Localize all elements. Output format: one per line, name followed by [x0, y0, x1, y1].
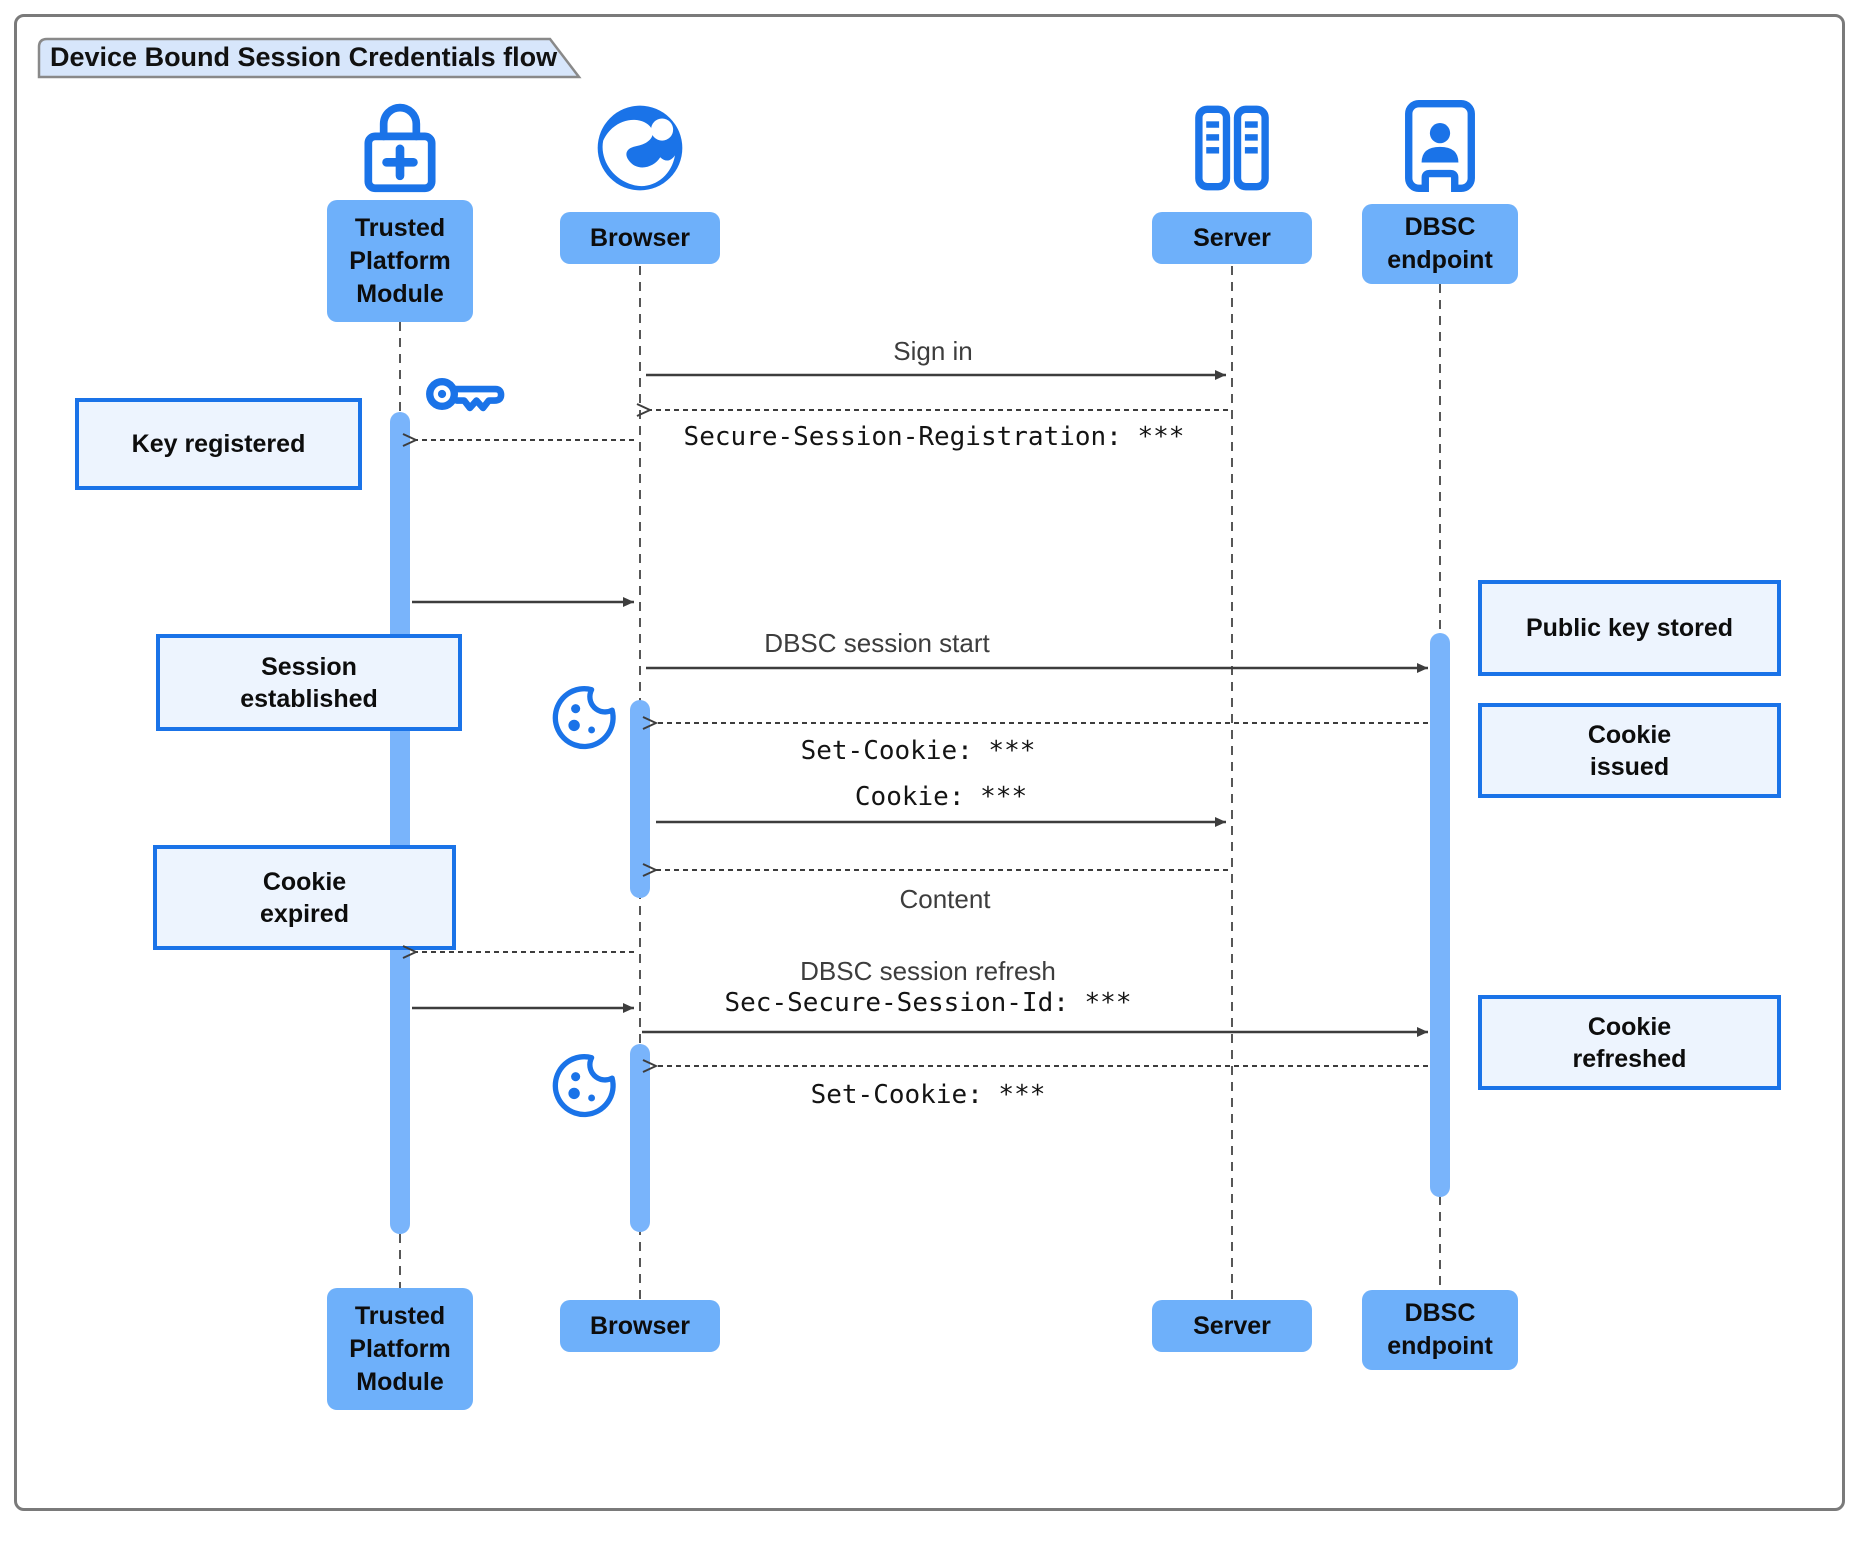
- note-cookie-issued: Cookie issued: [1478, 703, 1781, 798]
- message-set-cookie-1: Set-Cookie: ***: [800, 736, 1036, 766]
- participant-server-bottom: Server: [1152, 1300, 1312, 1352]
- note-key-registered: Key registered: [75, 398, 362, 490]
- note-key-registered-label: Key registered: [131, 430, 306, 458]
- participant-server-top: Server: [1152, 212, 1312, 264]
- cookie-icon: [552, 686, 616, 750]
- note-session-established-label: Session established: [240, 652, 378, 713]
- participant-dbsc-bottom: DBSC endpoint: [1362, 1290, 1518, 1370]
- key-icon: [426, 378, 505, 412]
- message-content: Content: [899, 884, 991, 914]
- participant-tpm-bottom: Trusted Platform Module: [327, 1288, 473, 1410]
- message-secure-session-registration: Secure-Session-Registration: ***: [683, 422, 1185, 452]
- title-tab: [37, 37, 582, 79]
- message-dbsc-session-refresh: DBSC session refresh: [800, 956, 1056, 986]
- message-sec-secure-session-id: Sec-Secure-Session-Id: ***: [724, 988, 1132, 1018]
- note-cookie-refreshed-label: Cookie refreshed: [1572, 1012, 1687, 1073]
- note-session-established: Session established: [156, 634, 462, 731]
- note-cookie-expired-label: Cookie expired: [260, 867, 349, 928]
- cookie-icon: [552, 1054, 616, 1118]
- note-public-key-stored-label: Public key stored: [1525, 614, 1734, 642]
- globe-icon: [597, 105, 683, 191]
- diagram-title: Device Bound Session Credentials flow: [50, 42, 558, 72]
- note-cookie-expired: Cookie expired: [153, 845, 456, 950]
- message-cookie: Cookie: ***: [854, 782, 1028, 812]
- activation-bar-tpm: [390, 412, 410, 1234]
- activation-bar-browser-1: [630, 700, 650, 898]
- message-set-cookie-2: Set-Cookie: ***: [810, 1080, 1046, 1110]
- participant-browser-bottom: Browser: [560, 1300, 720, 1352]
- activation-bar-dbsc: [1430, 633, 1450, 1197]
- lock-plus-icon: [364, 103, 436, 193]
- badge-person-icon: [1405, 100, 1475, 194]
- participant-tpm-top: Trusted Platform Module: [327, 200, 473, 322]
- server-rack-icon: [1195, 105, 1269, 191]
- message-sign-in: Sign in: [893, 336, 973, 366]
- message-dbsc-session-start: DBSC session start: [764, 628, 990, 658]
- note-cookie-refreshed: Cookie refreshed: [1478, 995, 1781, 1090]
- note-cookie-issued-label: Cookie issued: [1587, 720, 1672, 781]
- activation-bar-browser-2: [630, 1044, 650, 1232]
- participant-browser-top: Browser: [560, 212, 720, 264]
- participant-dbsc-top: DBSC endpoint: [1362, 204, 1518, 284]
- note-public-key-stored: Public key stored: [1478, 580, 1781, 676]
